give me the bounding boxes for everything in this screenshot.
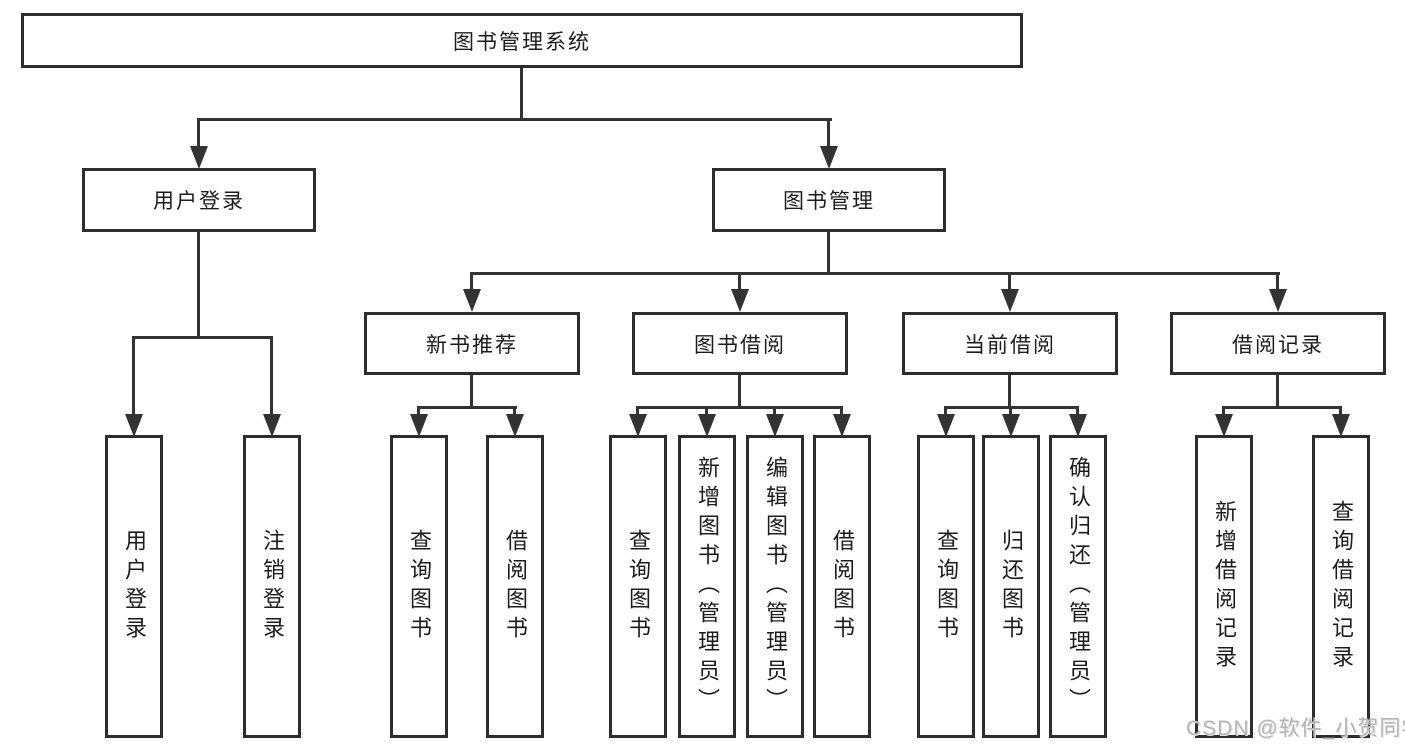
arrow-down-icon xyxy=(937,414,955,437)
connector-split xyxy=(417,406,517,409)
connector-level3-split xyxy=(470,272,1280,275)
node-leaf-return-books: 归还图书 xyxy=(982,435,1040,738)
connector-stem xyxy=(773,406,776,418)
node-label: 查询图书 xyxy=(934,528,959,645)
csdn-watermark: CSDN @软件_小贺同学 xyxy=(1186,717,1405,740)
connector-stem xyxy=(738,272,741,292)
connector-stem xyxy=(840,406,843,418)
arrow-down-icon xyxy=(1002,414,1020,437)
connector-stem xyxy=(1009,406,1012,418)
node-label: 图书管理 xyxy=(783,190,875,213)
arrow-down-icon xyxy=(833,414,851,437)
node-root-library-management-system: 图书管理系统 xyxy=(21,13,1023,68)
connector-stem xyxy=(513,406,516,418)
node-leaf-user-login: 用户登录 xyxy=(105,435,163,738)
connector-user-login-split xyxy=(132,336,273,339)
node-user-login: 用户登录 xyxy=(82,168,316,232)
arrow-down-icon xyxy=(629,414,647,437)
arrow-down-icon xyxy=(1215,414,1233,437)
connector-stem xyxy=(1008,272,1011,292)
arrow-down-icon xyxy=(125,414,143,437)
node-label: 注销登录 xyxy=(260,528,285,645)
connector-stem xyxy=(636,406,639,418)
arrow-down-icon xyxy=(463,289,481,312)
arrow-down-icon xyxy=(506,414,524,437)
arrow-down-icon xyxy=(1332,414,1350,437)
arrow-down-icon xyxy=(1069,414,1087,437)
connector-stub xyxy=(738,375,741,409)
node-label: 用户登录 xyxy=(122,528,147,645)
connector-stem xyxy=(470,272,473,292)
connector-stem xyxy=(417,406,420,418)
connector-stem xyxy=(1276,272,1279,292)
node-label: 查询借阅记录 xyxy=(1329,499,1354,674)
arrow-down-icon xyxy=(1269,289,1287,312)
node-leaf-add-borrow-record: 新增借阅记录 xyxy=(1195,435,1253,738)
node-label: 用户登录 xyxy=(153,190,245,213)
node-label: 查询图书 xyxy=(626,528,651,645)
node-label: 借阅图书 xyxy=(830,528,855,645)
arrow-down-icon xyxy=(410,414,428,437)
connector-split xyxy=(636,406,843,409)
node-leaf-edit-books-admin: 编辑图书（管理员） xyxy=(746,435,804,738)
connector-level2-split xyxy=(197,118,832,121)
node-leaf-borrow-books-recommend: 借阅图书 xyxy=(486,435,544,738)
connector-stub xyxy=(1008,375,1011,409)
arrow-down-icon xyxy=(190,146,208,169)
connector-root-stub xyxy=(520,68,523,118)
connector-stem xyxy=(270,336,273,416)
node-label: 归还图书 xyxy=(999,528,1024,645)
node-book-borrowing: 图书借阅 xyxy=(632,312,848,375)
node-leaf-query-books-borrowing: 查询图书 xyxy=(609,435,667,738)
node-book-management: 图书管理 xyxy=(712,168,946,232)
arrow-down-icon xyxy=(698,414,716,437)
connector-stem xyxy=(197,118,200,150)
connector-stem xyxy=(705,406,708,418)
node-label: 新书推荐 xyxy=(426,333,518,357)
node-leaf-query-books-current: 查询图书 xyxy=(917,435,975,738)
node-leaf-add-books-admin: 新增图书（管理员） xyxy=(678,435,736,738)
node-leaf-query-borrow-record: 查询借阅记录 xyxy=(1312,435,1370,738)
arrow-down-icon xyxy=(731,289,749,312)
node-leaf-logout: 注销登录 xyxy=(243,435,301,738)
connector-split xyxy=(1222,406,1342,409)
connector-stem xyxy=(944,406,947,418)
connector-stub xyxy=(470,375,473,409)
node-current-borrowing: 当前借阅 xyxy=(902,312,1118,375)
arrow-down-icon xyxy=(766,414,784,437)
connector-stem xyxy=(132,336,135,416)
arrow-down-icon xyxy=(263,414,281,437)
connector-stub xyxy=(1276,375,1279,409)
node-label: 编辑图书（管理员） xyxy=(763,456,788,717)
connector-stem xyxy=(827,118,830,150)
node-label: 图书借阅 xyxy=(694,333,786,357)
arrow-down-icon xyxy=(820,146,838,169)
node-label: 确认归还（管理员） xyxy=(1066,456,1091,717)
node-label: 查询图书 xyxy=(407,528,432,645)
node-leaf-borrow-books: 借阅图书 xyxy=(813,435,871,738)
node-label: 当前借阅 xyxy=(964,333,1056,357)
node-new-book-recommendation: 新书推荐 xyxy=(364,312,580,375)
node-leaf-confirm-return-admin: 确认归还（管理员） xyxy=(1049,435,1107,738)
node-label: 图书管理系统 xyxy=(453,30,591,54)
connector-stem xyxy=(1076,406,1079,418)
arrow-down-icon xyxy=(1001,289,1019,312)
node-label: 新增借阅记录 xyxy=(1212,499,1237,674)
connector-stem xyxy=(1339,406,1342,418)
node-label: 借阅图书 xyxy=(503,528,528,645)
node-label: 新增图书（管理员） xyxy=(695,456,720,717)
connector-user-login-stub xyxy=(197,232,200,336)
node-leaf-query-books-recommend: 查询图书 xyxy=(390,435,448,738)
connector-book-mgmt-stub xyxy=(827,232,830,275)
node-borrowing-records: 借阅记录 xyxy=(1170,312,1386,375)
connector-stem xyxy=(1222,406,1225,418)
node-label: 借阅记录 xyxy=(1232,333,1324,357)
